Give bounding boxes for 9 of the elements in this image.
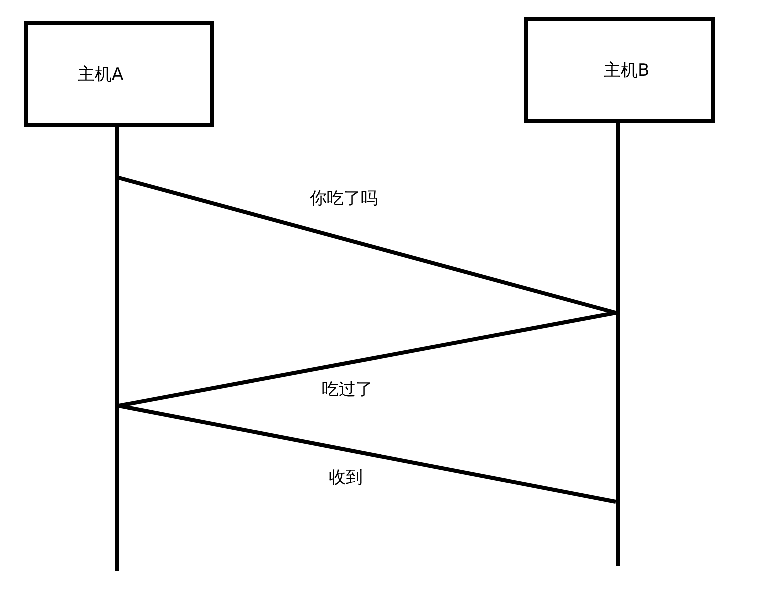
lifeline xyxy=(115,127,119,571)
host-label: 主机A xyxy=(78,64,124,86)
host-label: 主机B xyxy=(604,60,650,82)
lifeline xyxy=(616,123,620,566)
message-line xyxy=(118,404,616,504)
host-box xyxy=(24,21,214,127)
host-box xyxy=(524,17,715,123)
message-line xyxy=(118,311,616,408)
message-line xyxy=(118,176,617,315)
